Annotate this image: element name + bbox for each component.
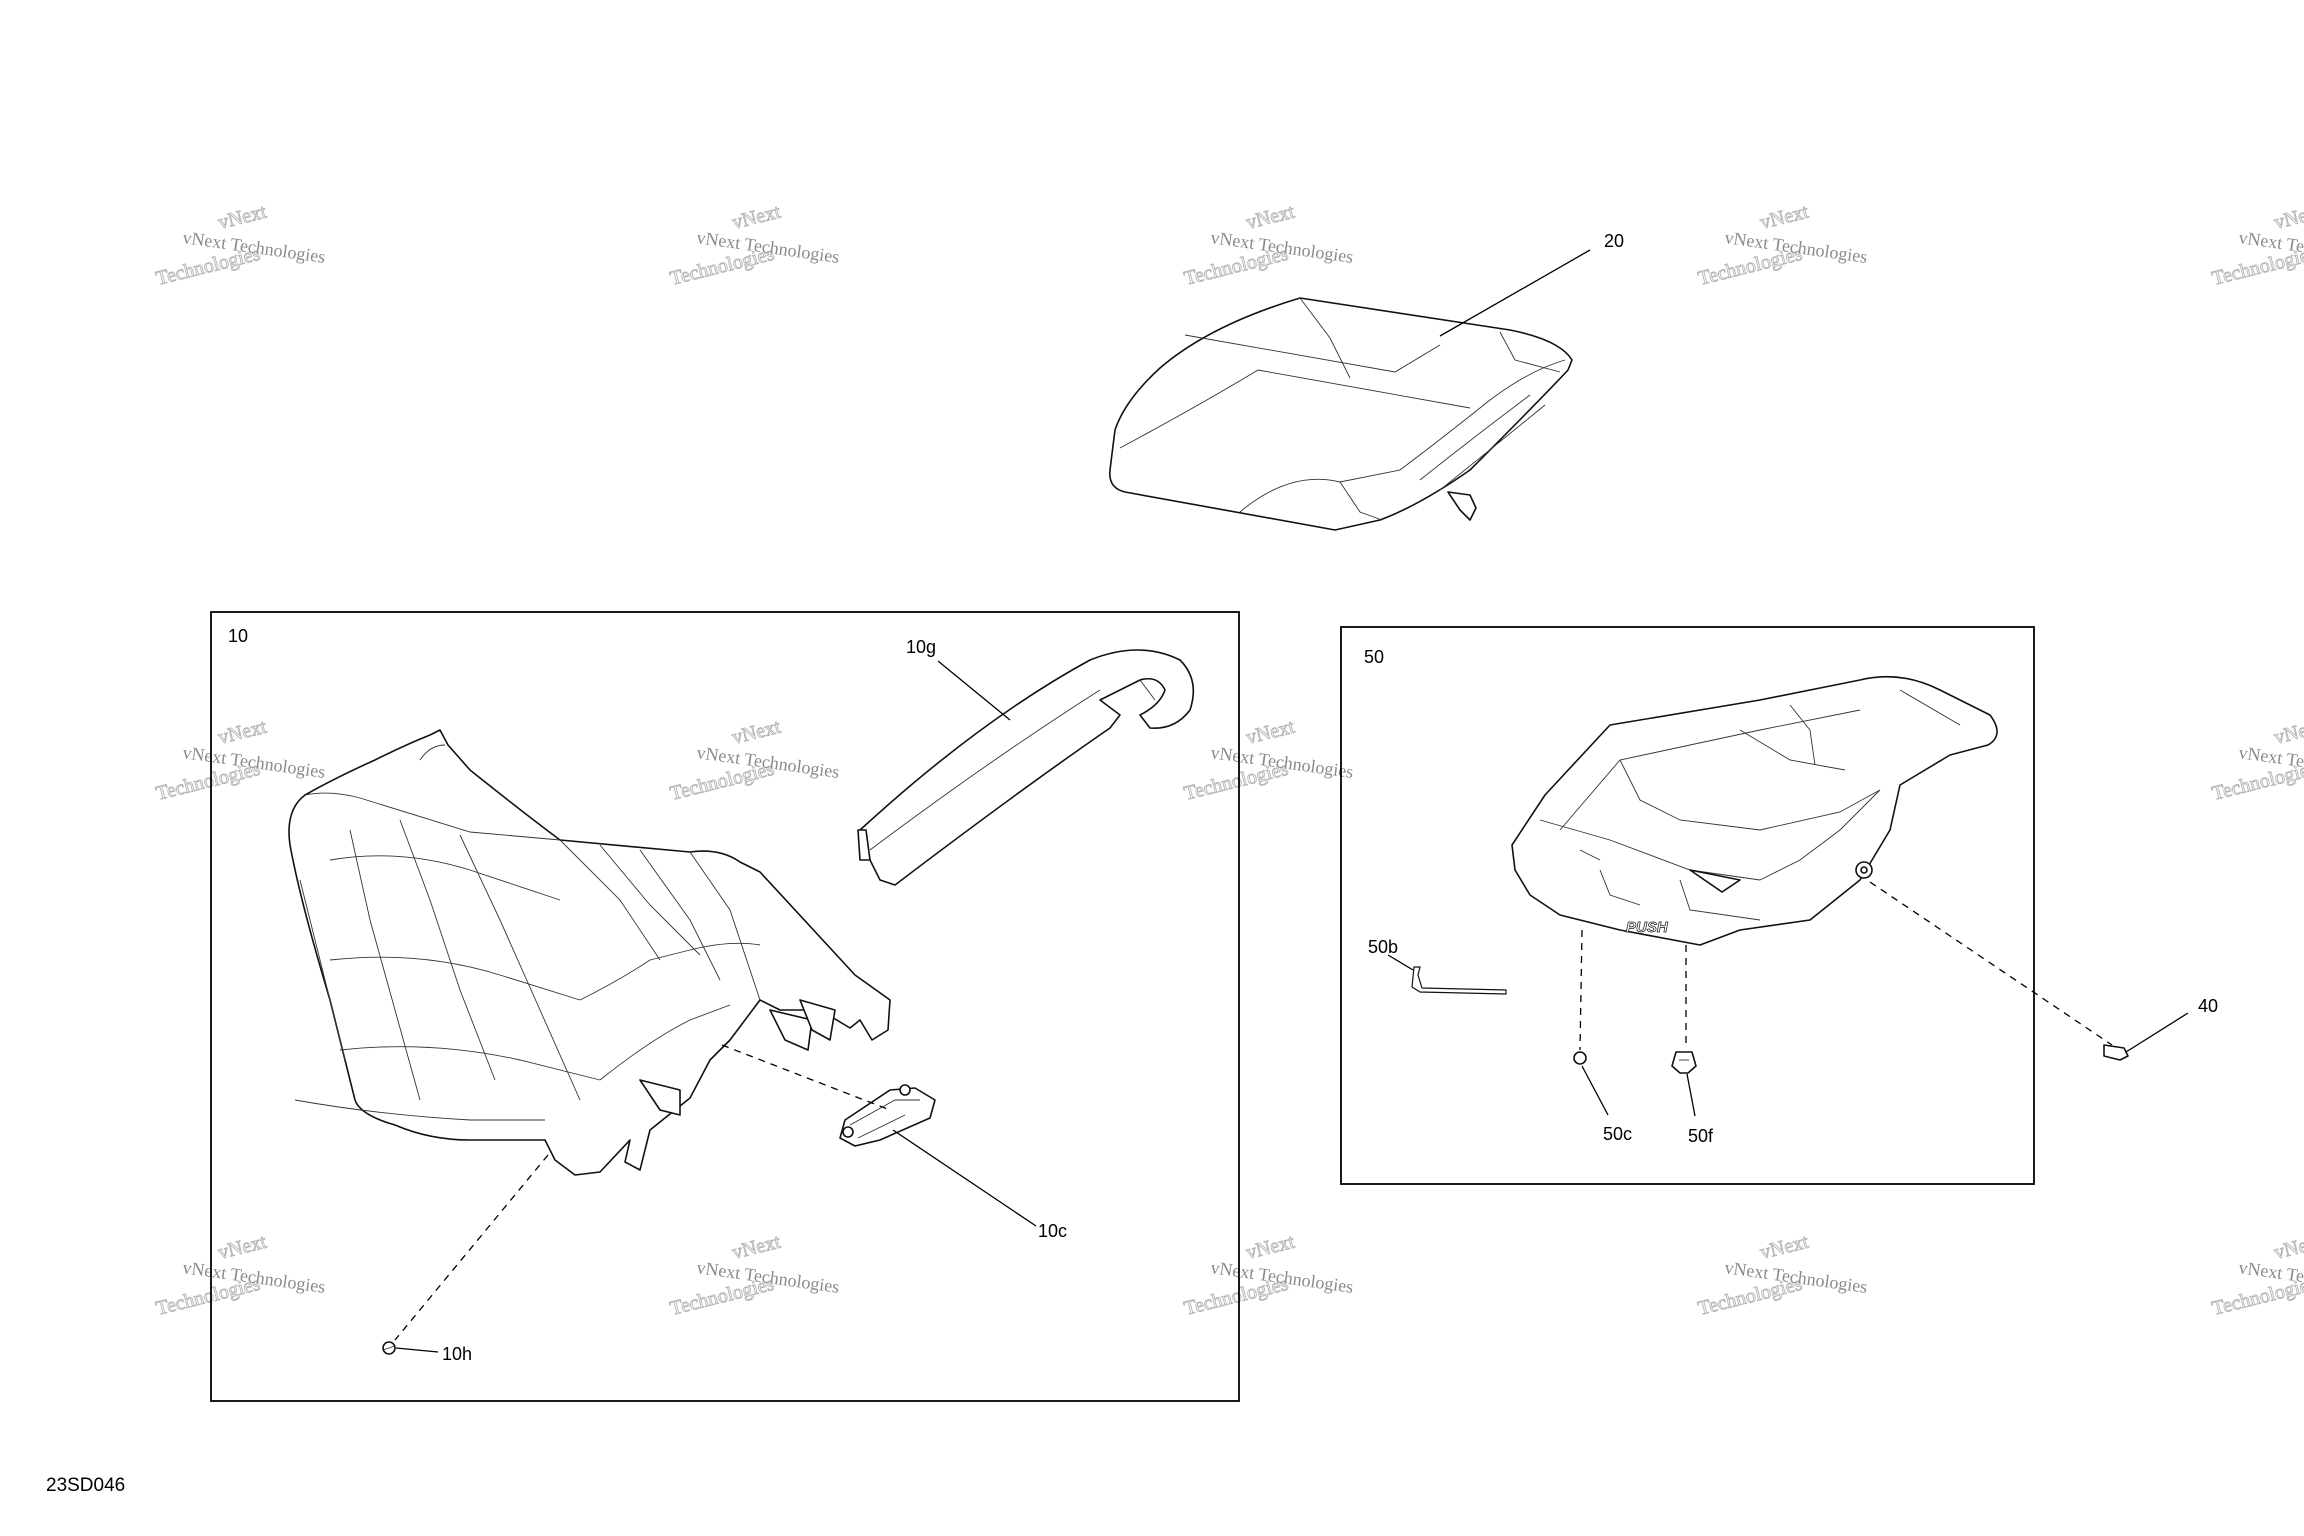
group-10-frame xyxy=(210,611,1240,1402)
leader-10g xyxy=(937,660,1011,721)
callout-40: 40 xyxy=(2198,996,2218,1016)
watermark-top-text: vNext xyxy=(1244,201,1297,234)
watermark-top-text: vNext xyxy=(1758,1231,1811,1264)
part-50b-pin xyxy=(1411,966,1507,995)
callout-10h: 10h xyxy=(442,1344,472,1364)
watermark-top-text: vNext xyxy=(216,201,269,234)
leader-50c xyxy=(1581,1065,1609,1116)
watermark-top-text: vNext xyxy=(1244,716,1297,749)
leader-40 xyxy=(2125,1012,2189,1053)
callout-10: 10 xyxy=(228,626,248,646)
callout-50f: 50f xyxy=(1688,1126,1714,1146)
part-10h-clip xyxy=(382,1341,396,1355)
part-20-rear-seat xyxy=(1108,297,1573,531)
push-label: PUSH xyxy=(1626,919,1669,936)
watermark-top-text: vNext xyxy=(2272,1231,2304,1264)
reference-code: 23SD046 xyxy=(46,1475,125,1496)
callout-50: 50 xyxy=(1364,647,1384,667)
watermark-top-text: vNext xyxy=(730,1231,783,1264)
watermark-top-text: vNext xyxy=(2272,201,2304,234)
leader-20 xyxy=(1439,249,1591,337)
watermark-top-text: vNext xyxy=(216,1231,269,1264)
callout-10g: 10g xyxy=(906,637,936,657)
part-10-main-seat xyxy=(288,729,891,1176)
callout-20: 20 xyxy=(1604,231,1624,251)
leader-50b xyxy=(1387,954,1414,971)
callout-50c: 50c xyxy=(1603,1124,1632,1144)
watermark-top-text: vNext xyxy=(730,716,783,749)
part-40-screw xyxy=(2103,1044,2129,1061)
watermark-top-text: vNext xyxy=(216,716,269,749)
part-50-storage-tray: PUSH xyxy=(1511,675,1998,946)
watermark-top-text: vNext xyxy=(730,201,783,234)
part-50f-rivet xyxy=(1671,1051,1697,1074)
leader-10h xyxy=(395,1347,439,1353)
leader-10c xyxy=(892,1129,1037,1227)
dashed-axis-10c xyxy=(721,1044,891,1111)
leader-50f xyxy=(1686,1073,1696,1117)
group-50-frame xyxy=(1340,626,2035,1185)
watermark-top-text: vNext xyxy=(1244,1231,1297,1264)
part-50c-nut xyxy=(1573,1051,1587,1065)
part-10g-strap xyxy=(857,649,1195,886)
dashed-axis-40 xyxy=(1869,881,2113,1046)
callout-50b: 50b xyxy=(1368,937,1398,957)
part-10c-bracket xyxy=(839,1084,936,1147)
watermark-top-text: vNext xyxy=(1758,201,1811,234)
callout-10c: 10c xyxy=(1038,1221,1067,1241)
watermark-top-text: vNext xyxy=(2272,716,2304,749)
dashed-axis-10h xyxy=(394,1154,549,1341)
dashed-axis-50c xyxy=(1579,929,1583,1051)
